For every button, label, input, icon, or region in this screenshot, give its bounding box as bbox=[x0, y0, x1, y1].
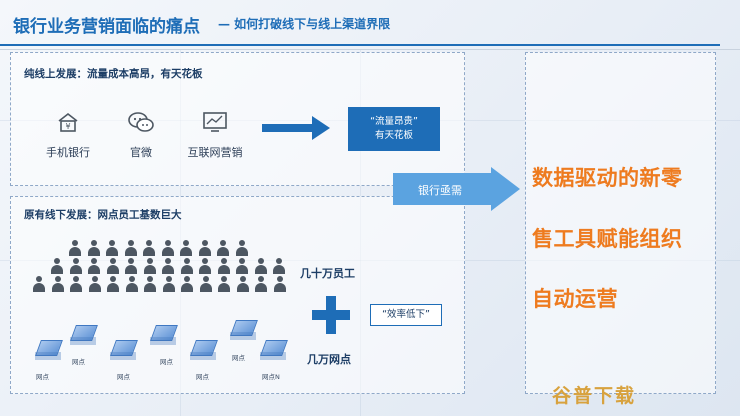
person-icon bbox=[254, 258, 268, 274]
person-icon bbox=[162, 276, 176, 292]
branch-caption: 网点 bbox=[160, 358, 173, 366]
solution-line-1: 数据驱动的新零 bbox=[532, 166, 683, 190]
person-icon bbox=[217, 258, 231, 274]
title-divider bbox=[0, 49, 740, 50]
person-icon bbox=[254, 276, 268, 292]
person-icon bbox=[179, 240, 193, 256]
branch-icon bbox=[150, 325, 178, 347]
offline-panel-title: 原有线下发展：网点员工基数巨大 bbox=[24, 209, 182, 221]
monitor-chart-icon bbox=[203, 112, 227, 132]
branch-icon bbox=[190, 340, 218, 362]
person-icon bbox=[124, 240, 138, 256]
person-icon bbox=[198, 240, 212, 256]
efficiency-box: “效率低下” bbox=[370, 304, 442, 326]
solution-line-2: 售工具赋能组织 bbox=[532, 227, 683, 251]
person-icon bbox=[88, 276, 102, 292]
person-icon bbox=[143, 258, 157, 274]
person-icon bbox=[50, 258, 64, 274]
cost-box-line1: “流量昂贵” bbox=[370, 116, 418, 127]
person-icon bbox=[143, 276, 157, 292]
person-icon bbox=[106, 258, 120, 274]
person-icon bbox=[198, 258, 212, 274]
page-subtitle: — 如何打破线下与线上渠道界限 bbox=[218, 17, 391, 31]
branch-icon bbox=[260, 340, 288, 362]
branch-icon bbox=[35, 340, 63, 362]
branch-icon bbox=[110, 340, 138, 362]
branch-caption: 网点 bbox=[196, 373, 209, 381]
person-icon bbox=[32, 276, 46, 292]
channel-mobile-banking: ¥ 手机银行 bbox=[38, 110, 98, 160]
branch-icon bbox=[70, 325, 98, 347]
arrow-right-icon bbox=[262, 116, 330, 140]
watermark: 谷普下载 bbox=[552, 385, 637, 407]
person-icon bbox=[161, 240, 175, 256]
person-icon bbox=[142, 240, 156, 256]
cost-box: “流量昂贵” 有天花板 bbox=[348, 107, 440, 151]
person-icon bbox=[125, 276, 139, 292]
channel-internet-marketing: 互联网营销 bbox=[180, 110, 250, 160]
branch-caption: 网点 bbox=[72, 358, 85, 366]
wechat-icon bbox=[128, 112, 154, 132]
channel-wechat: 官微 bbox=[111, 110, 171, 160]
person-icon bbox=[87, 240, 101, 256]
bridge-label: 银行亟需 bbox=[418, 184, 462, 197]
person-icon bbox=[272, 258, 286, 274]
person-icon bbox=[69, 258, 83, 274]
plus-icon bbox=[312, 296, 350, 334]
person-icon bbox=[235, 258, 249, 274]
branch-caption: 网点 bbox=[36, 373, 49, 381]
channel-label: 互联网营销 bbox=[187, 146, 243, 159]
person-icon bbox=[105, 240, 119, 256]
branch-caption: 网点 bbox=[232, 354, 245, 362]
channel-label: 官微 bbox=[130, 146, 152, 159]
person-icon bbox=[161, 258, 175, 274]
page-title: 银行业务营销面临的痛点 bbox=[13, 17, 200, 37]
bridge-arrow bbox=[393, 167, 520, 211]
online-panel-title: 纯线上发展：流量成本高昂，有天花板 bbox=[24, 68, 203, 80]
person-icon bbox=[87, 258, 101, 274]
person-icon bbox=[106, 276, 120, 292]
person-icon bbox=[235, 240, 249, 256]
bank-icon: ¥ bbox=[58, 112, 78, 132]
person-icon bbox=[124, 258, 138, 274]
channel-label: 手机银行 bbox=[46, 146, 90, 159]
solution-line-3: 自动运营 bbox=[532, 287, 618, 311]
branch-caption: 网点 bbox=[117, 373, 130, 381]
staff-count-label: 几十万员工 bbox=[300, 267, 355, 280]
person-icon bbox=[216, 240, 230, 256]
svg-text:¥: ¥ bbox=[65, 122, 70, 131]
person-icon bbox=[51, 276, 65, 292]
person-icon bbox=[217, 276, 231, 292]
branch-count-label: 几万网点 bbox=[307, 353, 351, 366]
person-icon bbox=[69, 276, 83, 292]
person-icon bbox=[180, 258, 194, 274]
person-icon bbox=[236, 276, 250, 292]
offline-panel bbox=[10, 196, 465, 394]
person-icon bbox=[273, 276, 287, 292]
person-icon bbox=[180, 276, 194, 292]
branch-icon bbox=[230, 320, 258, 342]
title-underline bbox=[0, 44, 720, 46]
person-icon bbox=[199, 276, 213, 292]
person-icon bbox=[68, 240, 82, 256]
cost-box-line2: 有天花板 bbox=[374, 130, 413, 141]
solution-panel bbox=[525, 52, 716, 394]
branch-caption: 网点N bbox=[262, 373, 280, 381]
